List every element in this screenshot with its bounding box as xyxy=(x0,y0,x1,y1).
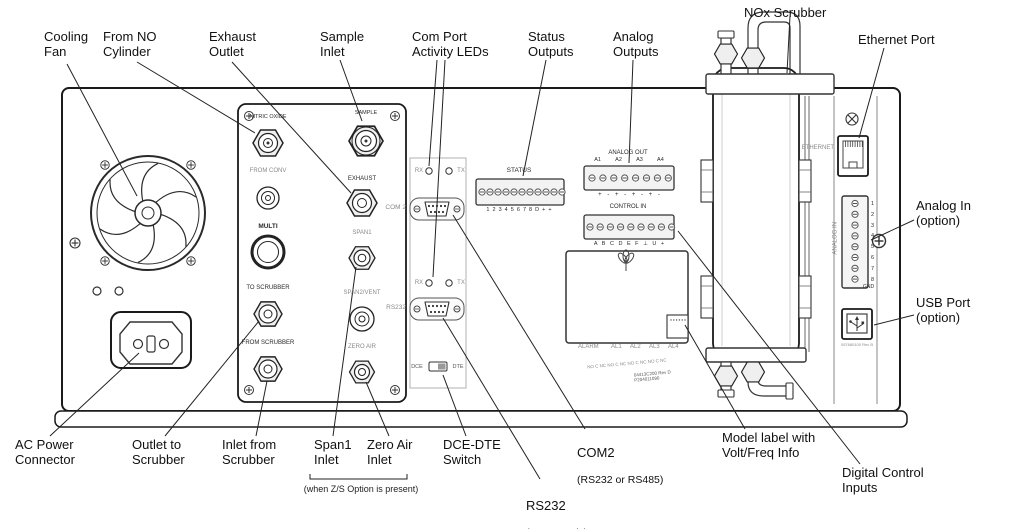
silk-nitric-oxide: NITRIC OXIDE xyxy=(249,114,287,120)
silk-control-in-pins: A B C D E F ⊥ U + xyxy=(593,240,665,247)
model-label-sticker xyxy=(666,314,689,339)
nox-scrubber-graphic xyxy=(700,11,835,400)
vent-holes xyxy=(92,286,124,296)
from-scrubber-fitting xyxy=(253,356,283,382)
silk-analog-out: ANALOG OUT xyxy=(608,150,648,156)
callout-digital-control-inputs: Digital Control Inputs xyxy=(842,465,924,495)
com2-activity-leds xyxy=(425,167,453,175)
silk-multi: MULTI xyxy=(258,223,278,230)
silk-dce: DCE xyxy=(411,363,423,370)
to-scrubber-fitting xyxy=(253,301,283,327)
callout-rs232-sub: (RS232 only) xyxy=(526,527,587,529)
callout-nox-scrubber: NOx Scrubber xyxy=(744,5,827,20)
callout-span1-inlet: Span1 Inlet xyxy=(314,437,352,467)
rs232-port xyxy=(409,297,465,321)
silk-analog-out-pins: + - + - + - + - xyxy=(598,192,660,198)
nitric-oxide-fitting xyxy=(252,129,284,157)
silk-to-scrubber: TO SCRUBBER xyxy=(246,285,290,291)
silk-usb-part: 057680100 Rev B xyxy=(840,342,874,347)
sample-inlet-fitting xyxy=(348,125,384,157)
callout-from-no-cylinder: From NO Cylinder xyxy=(103,29,157,59)
silk-exhaust: EXHAUST xyxy=(347,176,377,182)
panel-screw xyxy=(845,112,859,126)
status-terminal xyxy=(475,178,566,206)
silk-sample: SAMPLE xyxy=(354,110,378,116)
callout-com2-sub: (RS232 or RS485) xyxy=(577,474,664,487)
callout-com2: COM2 (RS232 or RS485) xyxy=(577,431,663,502)
cooling-fan-graphic xyxy=(90,155,206,271)
callout-usb-port: USB Port (option) xyxy=(916,295,971,325)
callout-outlet-to-scrubber: Outlet to Scrubber xyxy=(132,437,185,467)
callout-ethernet-port: Ethernet Port xyxy=(858,32,935,47)
callout-cooling-fan: Cooling Fan xyxy=(44,29,89,59)
silk-gnd: GND xyxy=(863,284,875,290)
callout-inlet-from-scrubber: Inlet from Scrubber xyxy=(222,437,277,467)
zero-air-fitting xyxy=(348,360,376,384)
com-card-outline xyxy=(409,157,467,389)
silk-analog-out-channels: A1 A2 A3 A4 xyxy=(594,157,664,163)
zs-option-bracket xyxy=(309,474,408,480)
leader-lines xyxy=(49,15,915,480)
span2-vent-fitting xyxy=(349,306,375,332)
silk-rx-com2: RX xyxy=(414,167,424,174)
span1-fitting xyxy=(348,246,376,270)
silk-rs232: RS232 xyxy=(386,304,406,311)
exhaust-fitting xyxy=(346,189,378,217)
silk-control-in: CONTROL IN xyxy=(609,204,647,210)
multi-port xyxy=(250,234,286,270)
callout-com-port-leds: Com Port Activity LEDs xyxy=(412,29,489,59)
callout-rs232: RS232 (RS232 only) xyxy=(526,484,587,529)
silk-from-scrubber: FROM SCRUBBER xyxy=(241,340,295,346)
silk-rx-rs232: RX xyxy=(414,279,424,286)
from-conv-fitting xyxy=(256,186,280,210)
silk-zero-air: ZERO AIR xyxy=(347,344,376,350)
analog-out-terminal xyxy=(583,165,675,191)
control-in-terminal xyxy=(583,214,676,240)
silk-ethernet: ETHERNET xyxy=(801,144,834,151)
callout-zero-air-inlet: Zero Air Inlet xyxy=(367,437,413,467)
callout-rs232-title: RS232 xyxy=(526,497,566,513)
analog-in-terminal xyxy=(841,195,869,289)
silk-dte: DTE xyxy=(452,363,464,370)
callout-dce-dte-switch: DCE-DTE Switch xyxy=(443,437,501,467)
silk-analog-in-pins: 1 2 3 4 5 6 7 8 xyxy=(871,201,875,283)
silk-analog-in: ANALOG IN xyxy=(832,221,839,255)
callout-analog-in: Analog In (option) xyxy=(916,198,971,228)
alarm-module xyxy=(565,249,689,344)
callout-status-outputs: Status Outputs xyxy=(528,29,574,59)
ethernet-port-graphic xyxy=(837,135,869,177)
usb-port-graphic xyxy=(841,308,873,340)
silk-from-conv: FROM CONV xyxy=(249,168,287,174)
callout-zs-note: (when Z/S Option is present) xyxy=(303,484,419,494)
silk-status: STATUS xyxy=(506,167,532,174)
callout-model-label: Model label with Volt/Freq Info xyxy=(722,430,816,460)
rs232-activity-leds xyxy=(425,279,453,287)
callout-sample-inlet: Sample Inlet xyxy=(320,29,365,59)
silk-span2-vent: SPAN2/VENT xyxy=(343,290,381,296)
dce-dte-switch-graphic xyxy=(428,361,448,372)
callout-exhaust-outlet: Exhaust Outlet xyxy=(209,29,256,59)
ac-power-inlet xyxy=(110,311,192,369)
callout-analog-outputs: Analog Outputs xyxy=(613,29,659,59)
callout-ac-power: AC Power Connector xyxy=(15,437,75,467)
callout-com2-title: COM2 xyxy=(577,444,615,460)
usb-icon xyxy=(849,316,865,331)
silk-status-pins: 1 2 3 4 5 6 7 8 D + + xyxy=(486,207,552,213)
leaf-logo-icon xyxy=(617,249,635,271)
silk-alarm: ALARM xyxy=(578,344,599,350)
silk-span1: SPAN1 xyxy=(352,230,372,236)
silk-tx-rs232: TX xyxy=(457,279,465,286)
silk-tx-com2: TX xyxy=(457,167,465,174)
silk-com2: COM 2 xyxy=(385,204,406,211)
silk-alarm-channels: AL1 AL2 AL3 AL4 xyxy=(611,344,679,350)
panel-screw xyxy=(69,237,81,249)
